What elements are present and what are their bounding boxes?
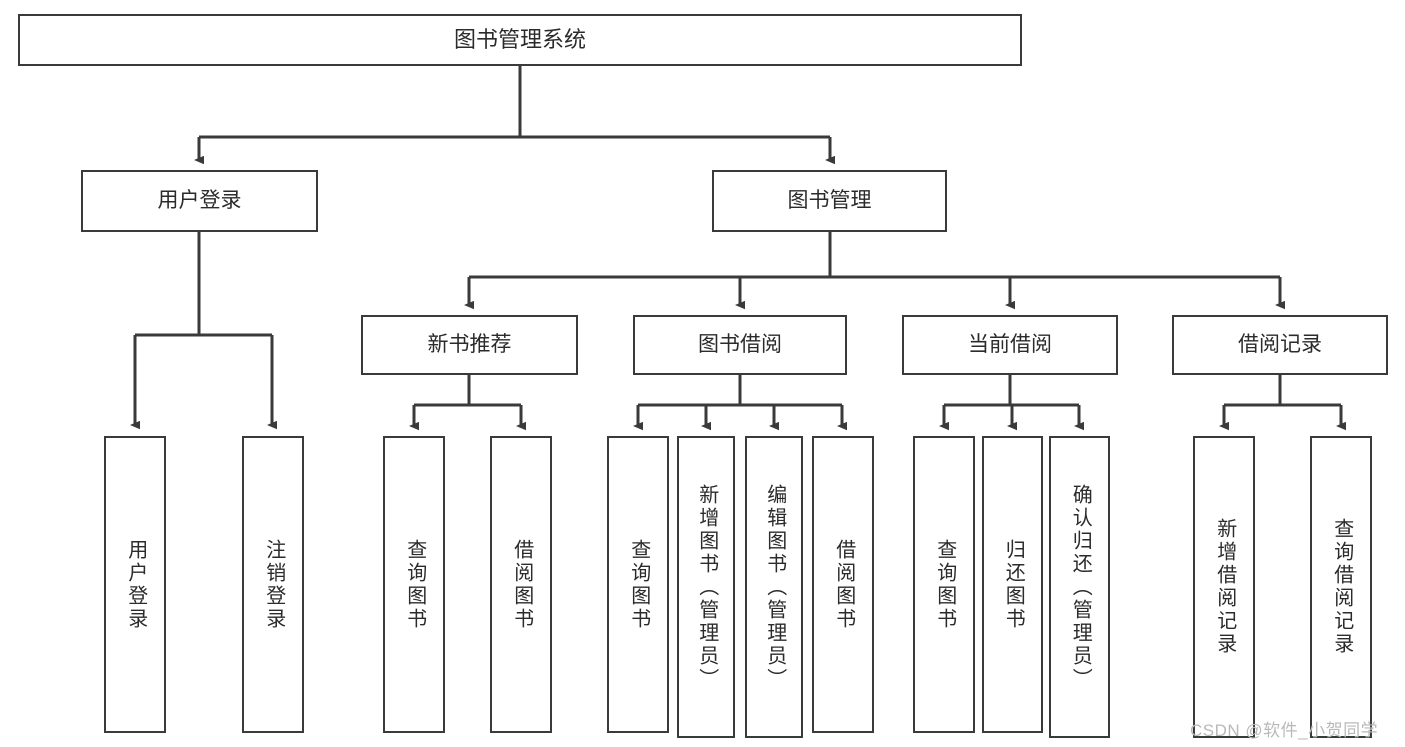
leaf-user-login-signout[interactable]: 注销登录: [242, 436, 304, 733]
leaf-record-add-record[interactable]: 新增借阅记录: [1193, 436, 1255, 738]
node-label: 归还图书: [1002, 538, 1025, 631]
node-label: 借阅图书: [510, 538, 533, 631]
node-new-book-recommend[interactable]: 新书推荐: [361, 315, 578, 375]
leaf-borrow-edit-book-admin[interactable]: 编辑图书（管理员）: [745, 436, 803, 738]
node-label: 查询图书: [403, 538, 426, 631]
node-label: 新书推荐: [427, 332, 512, 356]
node-root-system[interactable]: 图书管理系统: [18, 14, 1022, 66]
leaf-borrow-add-book-admin[interactable]: 新增图书（管理员）: [677, 436, 735, 738]
node-user-login[interactable]: 用户登录: [81, 170, 318, 232]
node-label: 借阅记录: [1238, 332, 1322, 356]
watermark-text: CSDN @软件_小贺同学: [1190, 721, 1379, 740]
node-label: 新增借阅记录: [1213, 518, 1236, 656]
node-label: 当前借阅: [968, 332, 1052, 356]
node-label: 图书借阅: [698, 332, 782, 356]
leaf-recommend-borrow-book[interactable]: 借阅图书: [490, 436, 552, 733]
node-label: 用户登录: [157, 188, 242, 212]
node-label: 用户登录: [124, 538, 147, 631]
node-label: 查询图书: [627, 538, 650, 631]
leaf-current-return-book[interactable]: 归还图书: [982, 436, 1043, 733]
node-label: 查询借阅记录: [1330, 518, 1353, 656]
node-label: 新增图书（管理员）: [695, 483, 718, 691]
leaf-recommend-query-book[interactable]: 查询图书: [383, 436, 445, 733]
node-label: 查询图书: [933, 538, 956, 631]
node-label: 编辑图书（管理员）: [763, 483, 786, 691]
node-label: 图书管理: [787, 188, 872, 212]
node-current-borrow[interactable]: 当前借阅: [902, 315, 1118, 375]
node-label: 注销登录: [262, 538, 285, 631]
node-label: 图书管理系统: [453, 27, 586, 53]
node-borrow-record[interactable]: 借阅记录: [1172, 315, 1388, 375]
leaf-borrow-borrow-book[interactable]: 借阅图书: [812, 436, 874, 733]
node-label: 确认归还（管理员）: [1069, 483, 1092, 691]
leaf-current-query-book[interactable]: 查询图书: [913, 436, 975, 733]
node-label: 借阅图书: [832, 538, 855, 631]
leaf-record-query-record[interactable]: 查询借阅记录: [1310, 436, 1372, 738]
leaf-borrow-query-book[interactable]: 查询图书: [607, 436, 669, 733]
leaf-user-login-signin[interactable]: 用户登录: [104, 436, 166, 733]
node-book-borrow[interactable]: 图书借阅: [633, 315, 847, 375]
leaf-current-confirm-return-admin[interactable]: 确认归还（管理员）: [1049, 436, 1110, 738]
node-book-management[interactable]: 图书管理: [712, 170, 947, 232]
